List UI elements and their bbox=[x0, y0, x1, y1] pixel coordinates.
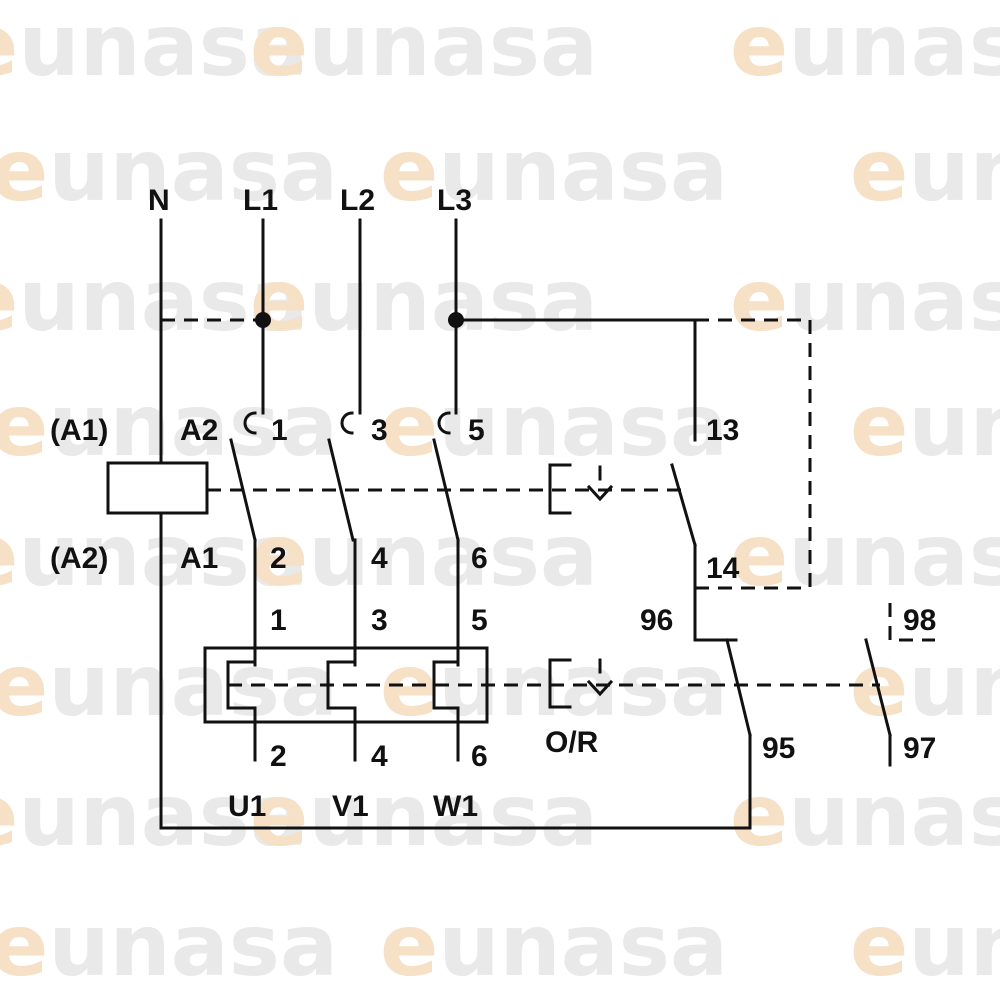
arc-icon bbox=[437, 411, 451, 435]
watermark-text: eunasa bbox=[0, 0, 308, 96]
heater-element bbox=[226, 660, 257, 762]
watermark-row: eunasa eunasa eunasa bbox=[0, 376, 1000, 476]
label-5: 5 bbox=[468, 414, 485, 447]
watermark-row: eunasa eunasa eunasa bbox=[0, 251, 1000, 351]
watermark-text: eunasa bbox=[850, 896, 1000, 996]
label-relay-6: 6 bbox=[471, 740, 488, 773]
watermark-text: eunasa bbox=[0, 376, 338, 476]
heater-element bbox=[432, 660, 460, 762]
watermark-text: eunasa bbox=[250, 0, 598, 96]
aux-contact-13-14 bbox=[670, 463, 697, 547]
arc-icon bbox=[243, 411, 257, 435]
watermark-text: eunasa bbox=[250, 506, 598, 606]
contact-95-96 bbox=[725, 638, 752, 737]
overload-relay bbox=[203, 538, 935, 830]
label-l1: L1 bbox=[243, 184, 278, 217]
contact-97-98 bbox=[864, 638, 892, 737]
label-98: 98 bbox=[903, 604, 936, 637]
reset-bracket bbox=[548, 658, 572, 709]
terminal-labels: N L1 L2 L3 (A1) A2 1 3 5 13 (A2) A1 2 4 … bbox=[50, 184, 936, 823]
supply-lines bbox=[159, 218, 812, 830]
contactor-coil bbox=[106, 461, 209, 515]
label-14: 14 bbox=[706, 552, 740, 585]
label-a2-paren: (A2) bbox=[50, 542, 108, 575]
watermark-text: eunasa bbox=[850, 121, 1000, 221]
watermark-text: eunasa bbox=[250, 766, 598, 866]
label-u1: U1 bbox=[228, 790, 266, 823]
watermark-text: eunasa bbox=[0, 506, 308, 606]
junction-dot bbox=[255, 312, 271, 328]
label-3: 3 bbox=[371, 414, 388, 447]
watermark-text: eunasa bbox=[380, 376, 728, 476]
label-relay-1: 1 bbox=[270, 604, 287, 637]
watermark-row: eunasa eunasa eunasa bbox=[0, 121, 1000, 221]
watermark-text: eunasa bbox=[380, 896, 728, 996]
reset-check-icon bbox=[586, 679, 614, 697]
watermark-text: eunasa bbox=[0, 636, 338, 736]
label-4: 4 bbox=[371, 542, 388, 575]
label-95: 95 bbox=[762, 732, 795, 765]
label-97: 97 bbox=[903, 732, 936, 765]
arc-icon bbox=[340, 411, 354, 435]
watermark-row: eunasa eunasa eunasa bbox=[0, 506, 1000, 606]
label-relay-5: 5 bbox=[471, 604, 488, 637]
label-relay-3: 3 bbox=[371, 604, 388, 637]
watermark-text: eunasa bbox=[730, 766, 1000, 866]
watermark-text: eunasa bbox=[380, 121, 728, 221]
watermark-row: eunasa eunasa eunasa bbox=[0, 896, 1000, 996]
junction-dot bbox=[448, 312, 464, 328]
label-l3: L3 bbox=[437, 184, 472, 217]
watermark-text: eunasa bbox=[0, 251, 308, 351]
label-6: 6 bbox=[471, 542, 488, 575]
actuator-check-icon bbox=[586, 484, 614, 502]
label-1: 1 bbox=[271, 414, 288, 447]
label-relay-2: 2 bbox=[270, 740, 287, 773]
heater-element bbox=[326, 660, 357, 762]
label-w1: W1 bbox=[433, 790, 478, 823]
label-v1: V1 bbox=[332, 790, 369, 823]
label-or: O/R bbox=[545, 726, 599, 759]
label-a1-paren: (A1) bbox=[50, 414, 108, 447]
watermark-text: eunasa bbox=[0, 766, 308, 866]
contact-98-dashed bbox=[888, 603, 935, 642]
watermark-text: eunasa bbox=[730, 251, 1000, 351]
label-relay-4: 4 bbox=[371, 740, 388, 773]
watermark-row: eunasa eunasa eunasa bbox=[0, 0, 1000, 96]
watermark-text: eunasa bbox=[730, 506, 1000, 606]
label-2: 2 bbox=[270, 542, 287, 575]
watermark-text: eunasa bbox=[250, 251, 598, 351]
label-n: N bbox=[148, 184, 170, 217]
label-13: 13 bbox=[706, 414, 739, 447]
watermark-row: eunasa eunasa eunasa bbox=[0, 766, 1000, 866]
actuator-bracket bbox=[548, 463, 572, 515]
label-a2: A2 bbox=[180, 414, 218, 447]
main-contact-2 bbox=[327, 438, 355, 542]
watermark-text: eunasa bbox=[0, 121, 338, 221]
watermark-text: eunasa bbox=[850, 376, 1000, 476]
label-96: 96 bbox=[640, 604, 673, 637]
contactor bbox=[106, 318, 697, 642]
label-a1: A1 bbox=[180, 542, 218, 575]
watermark-text: eunasa bbox=[0, 896, 338, 996]
watermark-text: eunasa bbox=[730, 0, 1000, 96]
label-l2: L2 bbox=[340, 184, 375, 217]
